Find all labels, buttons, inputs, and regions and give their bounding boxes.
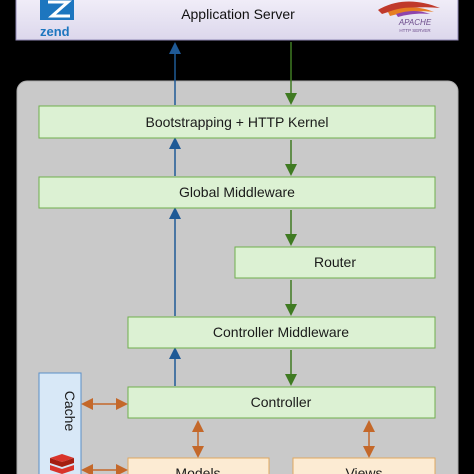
- kernel-box: Bootstrapping + HTTP Kernel: [38, 105, 436, 139]
- application-server-bar: zend Application Server APACHE HTTP SERV…: [15, 0, 459, 41]
- apache-logo-text: APACHE: [398, 18, 432, 27]
- global-middleware-label: Global Middleware: [179, 184, 295, 200]
- controller-middleware-box: Controller Middleware: [127, 316, 436, 349]
- views-box: Views: [292, 457, 436, 474]
- controller-middleware-label: Controller Middleware: [213, 324, 349, 340]
- router-box: Router: [234, 246, 436, 279]
- redis-icon: [50, 454, 74, 474]
- zend-logo: zend: [40, 0, 74, 39]
- controller-label: Controller: [251, 394, 312, 410]
- models-label: Models: [175, 465, 220, 474]
- cache-box: Cache: [38, 372, 82, 474]
- cache-label: Cache: [62, 391, 78, 432]
- application-server-title: Application Server: [181, 6, 295, 22]
- models-box: Models: [127, 457, 270, 474]
- router-label: Router: [314, 254, 356, 270]
- apache-logo-subtext: HTTP SERVER: [399, 28, 431, 33]
- global-middleware-box: Global Middleware: [38, 176, 436, 209]
- apache-feather-logo: APACHE HTTP SERVER: [378, 1, 440, 33]
- controller-box: Controller: [127, 386, 436, 419]
- zend-logo-text: zend: [40, 24, 70, 39]
- kernel-label: Bootstrapping + HTTP Kernel: [145, 114, 328, 130]
- views-label: Views: [345, 465, 382, 474]
